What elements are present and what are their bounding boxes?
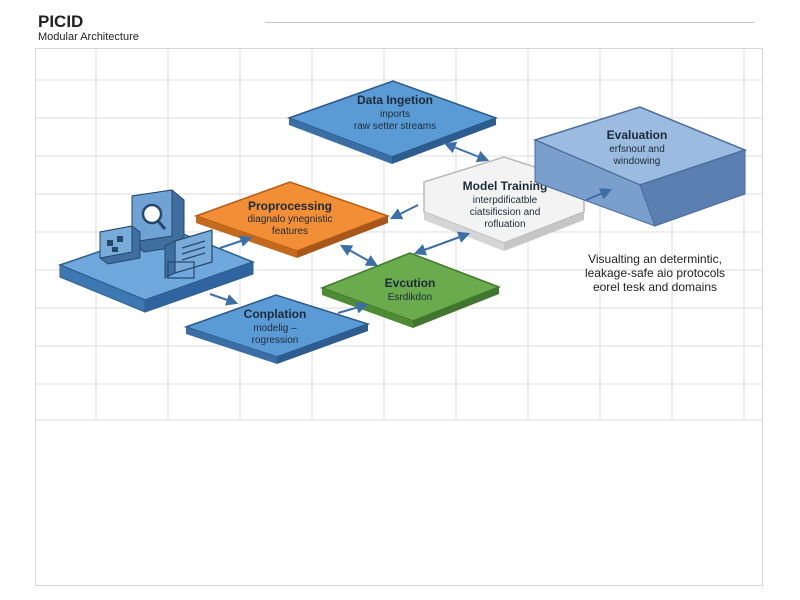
ingestion-line1: inports [380,109,410,120]
diagram-frame [35,48,763,586]
note-line2: leakage-safe aio protocols [584,266,726,280]
arrow-evaluation-training [413,231,471,256]
training-line2: ciatsificsion and [470,207,541,218]
arrow-training-evaluation-box [585,188,613,201]
compilation-line2: rogression [252,335,299,346]
page-title: PICID [38,12,84,31]
evaluation-green-title: Evcution [385,276,436,290]
arrow-platform-preprocessing [219,235,253,249]
training-title: Model Training [463,179,548,193]
arrow-preprocessing-evaluation [339,244,379,267]
preprocessing-title: Proprocessing [248,199,332,213]
header-rule [265,22,755,23]
node-compilation: Conplation modelig – rogression [183,294,371,364]
arrow-platform-compilation [209,293,239,306]
document-icon [164,229,213,279]
compilation-title: Conplation [244,307,307,321]
preprocessing-line1: diagnalo ynegnistic [247,214,332,225]
note-line3: eorel tesk and domains [592,280,718,294]
chart-icon [99,225,141,265]
preprocessing-line2: features [272,226,308,237]
evaluation-box-line2: windowing [613,156,661,167]
note-line1: Visualting an determintic, [588,252,722,266]
node-evaluation-green: Evcution Esrdikdon [319,252,502,328]
training-line1: interpdificatble [473,195,538,206]
page-subtitle: Modular Architecture [38,31,139,43]
search-icon [131,189,185,253]
arrow-ingestion-training [443,141,490,163]
ingestion-line2: raw setter streams [354,121,436,132]
diagram-note: Visualting an determintic, leakage-safe … [560,252,750,294]
ingestion-title: Data Ingetion [357,93,433,107]
evaluation-box-title: Evaluation [607,128,668,142]
compilation-line1: modelig – [253,323,297,334]
evaluation-green-line1: Esrdikdon [388,292,432,303]
node-data-ingestion: Data Ingetion inports raw setter streams [286,80,499,164]
arrow-training-preprocessing [389,204,419,220]
training-line3: rofluation [484,219,525,230]
evaluation-box-line1: erfsnout and [609,144,665,155]
node-evaluation-box: Evaluation erfsnout and windowing [532,106,748,227]
connector-arrows [209,141,613,314]
arrow-compilation-evaluation [337,301,369,314]
